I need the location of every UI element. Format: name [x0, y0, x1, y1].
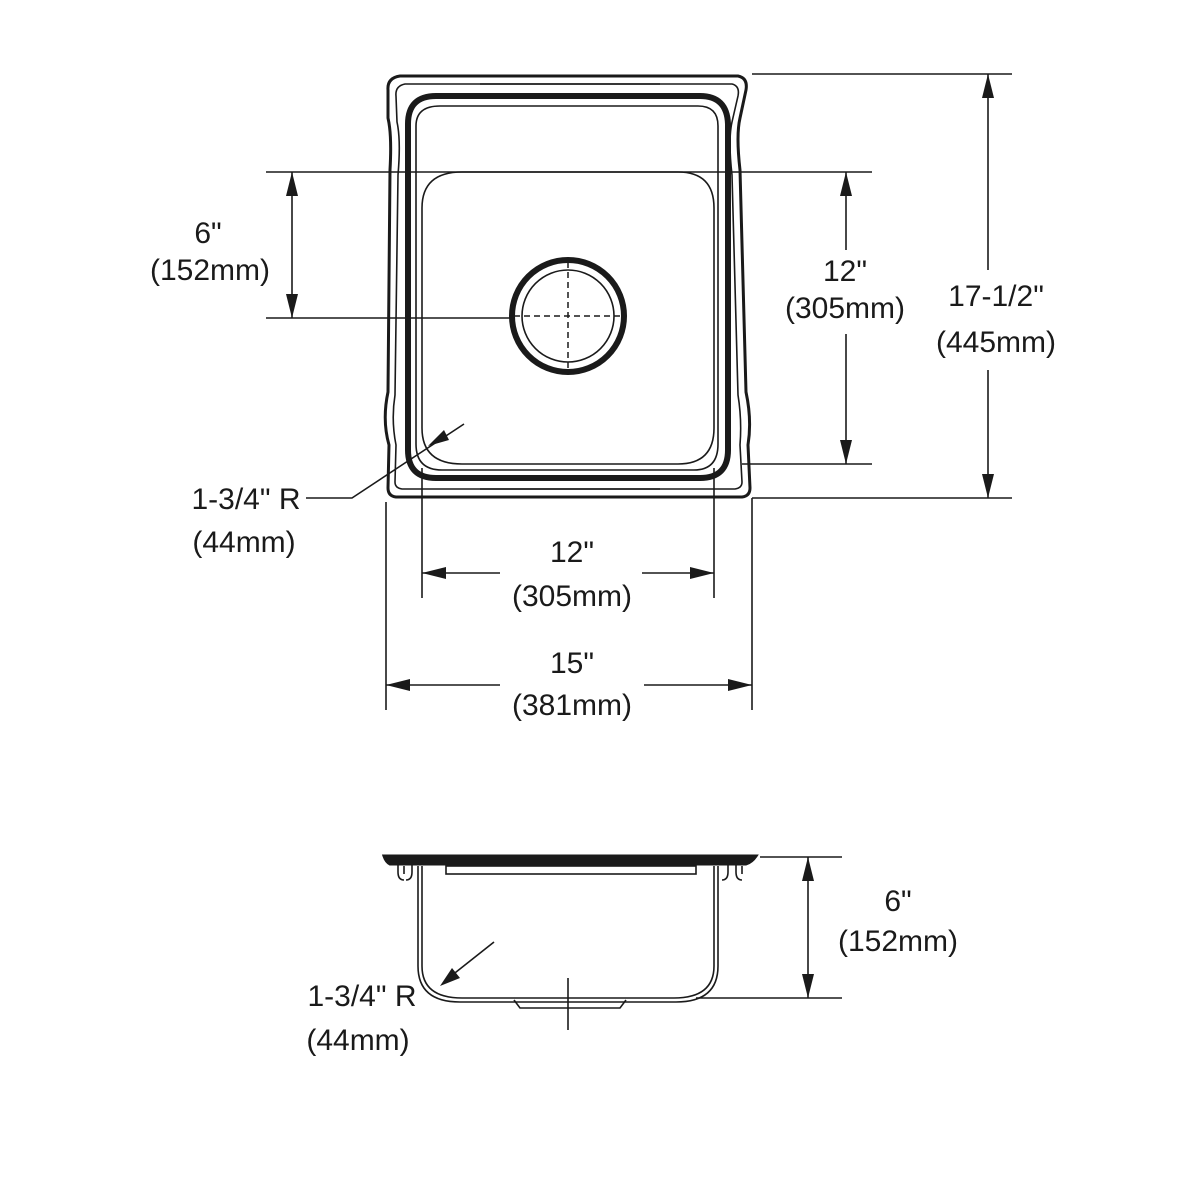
side-drain-body — [513, 999, 627, 1009]
arrow-up — [840, 172, 852, 196]
sink-bowl-bottom — [421, 171, 715, 465]
leader-arrow — [440, 968, 460, 986]
drain-outer-ring — [509, 257, 627, 375]
sink-top-view — [383, 74, 752, 499]
side-radius-mm: (44mm) — [306, 1024, 409, 1057]
bowl-length-dimension: 12" (305mm) — [742, 172, 905, 465]
top-radius-mm: (44mm) — [192, 526, 295, 559]
top-radius-inches: 1-3/4" R — [191, 483, 300, 516]
overall-length-mm: (445mm) — [936, 326, 1056, 359]
bowl-length-inches: 12" — [823, 255, 867, 288]
sink-flange — [405, 93, 731, 481]
overall-width-inches: 15" — [550, 647, 594, 680]
arrow-up — [802, 857, 814, 881]
side-radius-inches: 1-3/4" R — [307, 980, 416, 1013]
arrow-up — [286, 172, 298, 196]
arrow-down — [286, 294, 298, 318]
arrow-down — [802, 974, 814, 998]
mounting-clip — [735, 864, 743, 881]
drain-offset-inches: 6" — [194, 217, 221, 250]
sink-side-view — [381, 854, 759, 1030]
overall-width-dimension: 15" (381mm) — [385, 498, 753, 722]
drain-offset-dimension: 6" (152mm) — [150, 171, 872, 319]
arrow-left — [422, 567, 446, 579]
bowl-depth-inches: 6" — [884, 885, 911, 918]
leader-line — [306, 423, 465, 499]
bowl-width-inches: 12" — [550, 536, 594, 569]
arrow-right — [728, 679, 752, 691]
mounting-clip — [397, 864, 405, 881]
arrow-left — [386, 679, 410, 691]
mounting-clip — [405, 864, 413, 881]
arrow-down — [840, 440, 852, 464]
bowl-width-mm: (305mm) — [512, 580, 632, 613]
top-corner-radius-callout: 1-3/4" R (44mm) — [191, 423, 465, 559]
arrow-right — [690, 567, 714, 579]
mounting-clip — [721, 864, 729, 881]
rim-channel — [445, 865, 697, 875]
leader-arrow — [428, 430, 449, 446]
overall-length-inches: 17-1/2" — [948, 280, 1044, 313]
bowl-length-mm: (305mm) — [785, 292, 905, 325]
drain-outlet — [509, 257, 627, 375]
side-corner-radius-callout: 1-3/4" R (44mm) — [306, 941, 495, 1057]
arrow-up — [982, 74, 994, 98]
overall-width-mm: (381mm) — [512, 689, 632, 722]
bowl-width-dimension: 12" (305mm) — [421, 468, 715, 613]
bowl-depth-mm: (152mm) — [838, 925, 958, 958]
sink-outer-rim — [383, 74, 752, 499]
bowl-depth-dimension: 6" (152mm) — [696, 856, 958, 999]
side-rim — [381, 854, 759, 866]
arrow-down — [982, 474, 994, 498]
overall-length-dimension: 17-1/2" (445mm) — [752, 73, 1056, 499]
sink-flange-inner-edge — [415, 105, 719, 471]
drain-offset-mm: (152mm) — [150, 254, 270, 287]
